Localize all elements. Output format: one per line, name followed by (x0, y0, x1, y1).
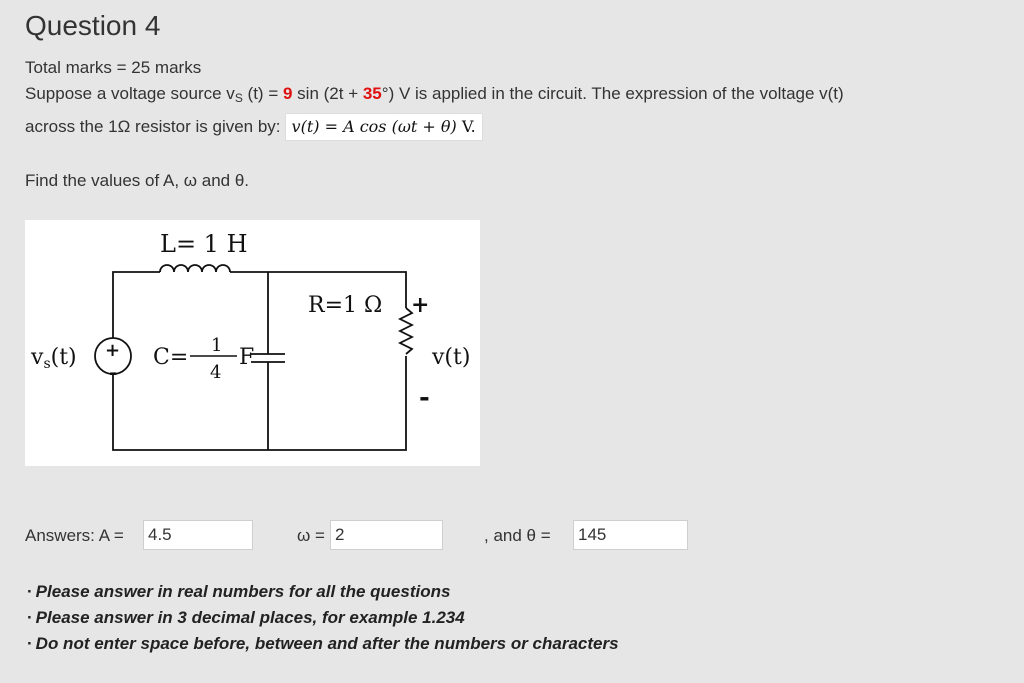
resistor-plus-sign: + (411, 292, 429, 318)
text-fragment: Suppose a voltage source v (25, 84, 235, 103)
resistor-label: R=1 Ω (308, 293, 382, 318)
subscript-s: S (234, 91, 243, 105)
wire-top-right (230, 271, 407, 308)
text-fragment: (t) = (242, 84, 283, 103)
instruction-text: Please answer in 3 decimal places, for e… (35, 608, 465, 627)
capacitor-numerator: 1 (211, 335, 222, 356)
answer-a-input[interactable] (143, 520, 253, 550)
wire-right-bottom (112, 356, 407, 451)
question-text-line-2: across the 1Ω resistor is given by:v(t) … (25, 113, 483, 141)
vout-label: v(t) (431, 345, 470, 370)
phase-value: 35 (362, 84, 382, 103)
resistor-zigzag (397, 307, 415, 355)
source-label: vs(t) (30, 345, 77, 372)
voltage-source-circle (94, 337, 132, 375)
instructions-list: ·Please answer in real numbers for all t… (27, 582, 619, 660)
question-text-line-1: Suppose a voltage source vS (t) = 9 sin … (25, 84, 844, 105)
source-t: (t) (51, 345, 77, 370)
total-marks: Total marks = 25 marks (25, 58, 202, 77)
answer-theta-label: , and θ = (484, 526, 551, 545)
instruction-text: Please answer in real numbers for all th… (35, 582, 451, 601)
voltage-formula: v(t) = A cos (ωt + θ) V. (284, 113, 483, 141)
text-fragment: sin (2t + (292, 84, 363, 103)
bullet-icon: · (27, 634, 33, 653)
capacitor-denominator: 4 (210, 362, 221, 383)
question-title: Question 4 (25, 10, 161, 41)
answer-omega-input[interactable] (330, 520, 443, 550)
circuit-svg: L= 1 H R=1 Ω + - v(t) + - vs(t) C= 1 4 F (30, 230, 470, 451)
source-minus-sign: - (109, 360, 117, 384)
inductor-label: L= 1 H (160, 230, 248, 258)
answers-row: Answers: A = ω = , and θ = (25, 520, 1005, 552)
capacitor-prefix: C= (153, 345, 188, 370)
wire-left-top (112, 271, 160, 338)
answer-omega-label: ω = (297, 526, 325, 545)
answer-a-label: Answers: A = (25, 526, 124, 545)
text-fragment: across the 1Ω resistor is given by: (25, 117, 281, 136)
vout-minus-sign: - (419, 383, 430, 413)
instruction-item: ·Do not enter space before, between and … (27, 634, 619, 660)
source-plus-sign: + (105, 340, 120, 361)
bullet-icon: · (27, 608, 33, 627)
formula-expression: v(t) = A cos (ωt + θ) (291, 117, 457, 136)
amplitude-value: 9 (282, 84, 293, 103)
find-instruction: Find the values of A, ω and θ. (25, 171, 250, 190)
instruction-item: ·Please answer in 3 decimal places, for … (27, 608, 619, 634)
instruction-item: ·Please answer in real numbers for all t… (27, 582, 619, 608)
bullet-icon: · (27, 582, 33, 601)
inductor-coil (159, 264, 231, 273)
answer-theta-input[interactable] (573, 520, 688, 550)
source-v: v (30, 345, 44, 370)
text-fragment: °) V is applied in the circuit. The expr… (381, 84, 844, 103)
instruction-text: Do not enter space before, between and a… (35, 634, 619, 653)
circuit-diagram: L= 1 H R=1 Ω + - v(t) + - vs(t) C= 1 4 F (25, 220, 480, 466)
source-subscript: s (43, 356, 50, 372)
formula-unit: V. (461, 117, 476, 136)
capacitor-unit: F (239, 345, 254, 370)
